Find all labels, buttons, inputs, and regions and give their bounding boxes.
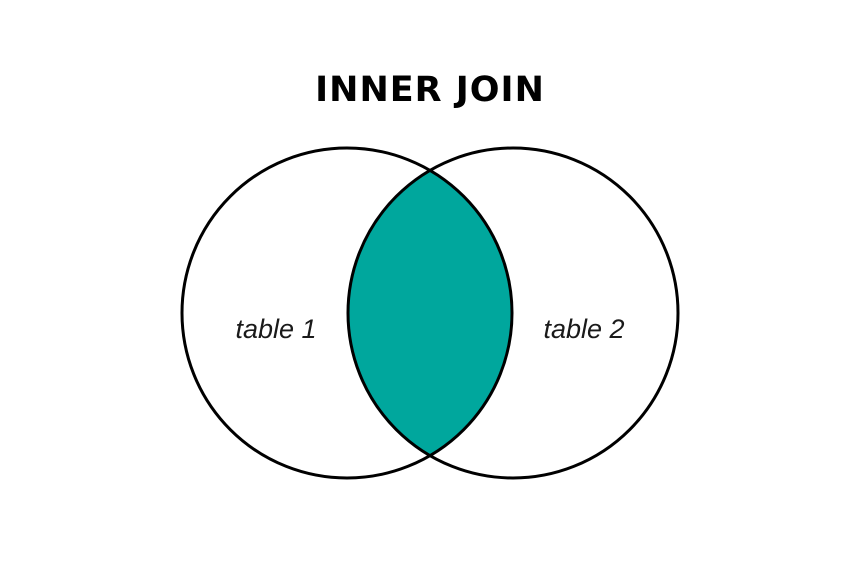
set-label-table-2: table 2: [543, 314, 624, 344]
set-circle-table-1: [180, 146, 514, 480]
diagram-title: INNER JOIN: [315, 70, 545, 110]
set-label-table-1: table 1: [235, 314, 316, 344]
set-circle-table-2: [346, 146, 680, 480]
intersection-region: [349, 171, 511, 455]
